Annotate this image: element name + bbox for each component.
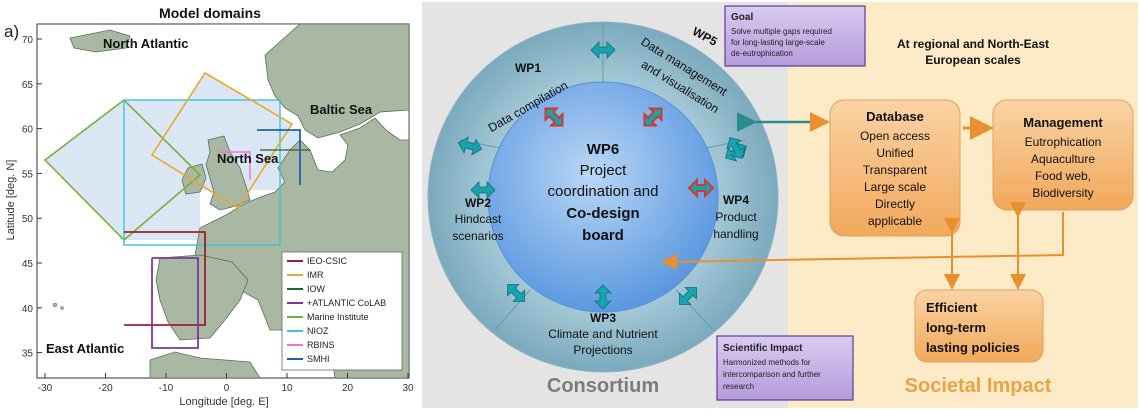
wp3-line2: Projections xyxy=(573,343,632,357)
wp1-id: WP1 xyxy=(515,61,541,75)
y-axis-ticks: 70 65 60 55 50 45 40 35 xyxy=(22,35,42,360)
management-item: Food web, xyxy=(1035,169,1091,183)
legend-entry: IOW xyxy=(307,284,326,294)
wp6-line1: Project xyxy=(580,162,628,179)
wp6-link-arrows xyxy=(544,107,715,199)
management-item: Aquaculture xyxy=(1031,152,1095,166)
y-tick-label: 65 xyxy=(22,80,34,91)
x-tick-label: -10 xyxy=(159,383,174,394)
policies-line3: lasting policies xyxy=(926,340,1020,355)
management-title: Management xyxy=(1023,115,1103,130)
legend-entry: NIOZ xyxy=(307,326,329,336)
database-box xyxy=(829,99,961,237)
wp4-id: WP4 xyxy=(723,193,749,207)
y-tick-label: 55 xyxy=(22,169,34,180)
policies-box xyxy=(914,289,1044,363)
panel-a-letter: a) xyxy=(4,22,20,41)
x-tick-label: 20 xyxy=(342,383,354,394)
legend-entry: IMR xyxy=(307,270,324,280)
scientific-line3: research xyxy=(723,382,754,391)
goal-title: Goal xyxy=(731,12,753,23)
wp2-line2: scenarios xyxy=(452,229,503,243)
management-item: Biodiversity xyxy=(1032,186,1093,200)
y-tick-label: 70 xyxy=(22,35,34,46)
legend-entry: SMHI xyxy=(307,354,330,364)
wp4-line1: Product xyxy=(715,210,757,224)
y-tick-label: 60 xyxy=(22,125,34,136)
x-axis-ticks: -30 -20 -10 0 10 20 30 xyxy=(38,373,414,394)
scientific-line1: Harmonized methods for xyxy=(723,358,811,367)
y-tick-label: 45 xyxy=(22,259,34,270)
legend-entry: +ATLANTIC CoLAB xyxy=(307,298,386,308)
baltic-sea-label: Baltic Sea xyxy=(310,102,373,117)
societal-impact-label: Societal Impact xyxy=(905,375,1052,397)
management-box xyxy=(992,99,1134,211)
wp4-line2: handling xyxy=(713,227,758,241)
policies-line2: long-term xyxy=(926,320,986,335)
x-tick-label: -30 xyxy=(38,383,53,394)
wp2-line1: Hindcast xyxy=(455,212,502,226)
domain-map: -30 -20 -10 0 10 20 30 70 65 60 55 50 45 40 35 Model … xyxy=(5,5,414,408)
wp2-id: WP2 xyxy=(465,196,491,210)
goal-line1: Solve multiple gaps required xyxy=(731,27,832,36)
x-tick-label: 30 xyxy=(402,383,414,394)
legend-entry: Marine Institute xyxy=(307,312,369,322)
map-legend xyxy=(281,251,403,371)
wp6-id: WP6 xyxy=(587,141,620,158)
database-item: Transparent xyxy=(863,163,928,177)
x-tick-label: 0 xyxy=(224,383,230,394)
database-title: Database xyxy=(866,109,924,124)
legend-entry: RBINS xyxy=(307,340,335,350)
database-item: Open access xyxy=(860,129,930,143)
wp3-line1: Climate and Nutrient xyxy=(548,327,658,341)
north-sea-label: North Sea xyxy=(217,151,279,166)
legend-entry: IEO-CSIC xyxy=(307,256,348,266)
y-tick-label: 40 xyxy=(22,304,34,315)
y-tick-label: 50 xyxy=(22,214,34,225)
wp6-line3: Co-design xyxy=(566,205,639,222)
y-axis-label: Latitude [deg. N] xyxy=(5,160,17,241)
goal-line2: for long-lasting large-scale xyxy=(731,38,825,47)
database-item: applicable xyxy=(868,214,922,228)
consortium-label: Consortium xyxy=(547,375,659,397)
feedback-arrow xyxy=(661,212,1064,270)
wp6-line4: board xyxy=(582,227,624,244)
map-title: Model domains xyxy=(159,5,261,21)
database-item: Directly xyxy=(875,197,915,211)
scientific-title: Scientific Impact xyxy=(723,343,803,354)
east-atlantic-label: East Atlantic xyxy=(46,341,124,356)
x-axis-label: Longitude [deg. E] xyxy=(179,396,268,408)
goal-box xyxy=(724,5,866,67)
scientific-line2: intercomparison and further xyxy=(723,370,821,379)
database-item: Large scale xyxy=(864,180,926,194)
workflow-diagram: WP1 Data compilation WP5 Data management… xyxy=(422,2,1138,408)
policies-line1: Efficient xyxy=(926,300,978,315)
goal-line3: de-eutrophication xyxy=(731,49,793,58)
database-item: Unified xyxy=(876,146,913,160)
management-item: Eutrophication xyxy=(1025,135,1102,149)
y-tick-label: 35 xyxy=(22,349,34,360)
north-atlantic-label: North Atlantic xyxy=(103,36,188,51)
scientific-impact-box xyxy=(716,335,854,401)
wp6-line2: coordination and xyxy=(548,183,659,200)
scale-line1: At regional and North-East xyxy=(897,37,1049,51)
wp3-id: WP3 xyxy=(590,311,616,325)
x-tick-label: 10 xyxy=(281,383,293,394)
x-tick-label: -20 xyxy=(98,383,113,394)
wp-exchange-arrows xyxy=(457,41,747,310)
scale-line2: European scales xyxy=(925,53,1021,67)
